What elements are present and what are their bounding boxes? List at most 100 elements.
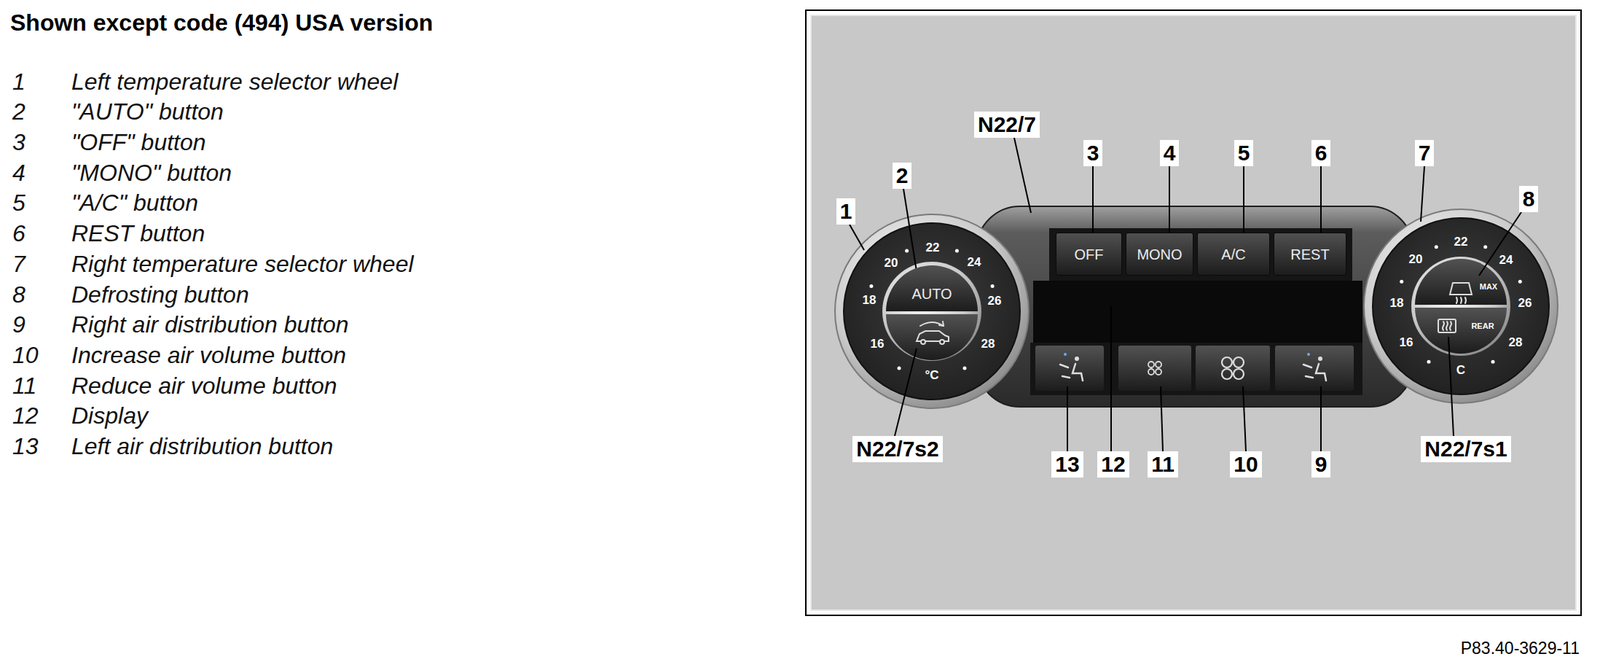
key-number: 1 <box>12 68 26 96</box>
callout-number: 3 <box>1083 139 1104 167</box>
fan-large-icon <box>1221 357 1244 379</box>
air-distribution-button <box>1035 345 1104 391</box>
dial-dot <box>1399 279 1404 284</box>
figure-frame <box>805 10 1582 615</box>
button-marking: REAR <box>1471 321 1494 331</box>
dial-dot <box>897 365 902 370</box>
key-number: 10 <box>12 341 39 369</box>
key-text: Right temperature selector wheel <box>71 250 414 278</box>
panel-button: REST <box>1273 232 1347 276</box>
dial-scale-mark: 18 <box>1390 296 1405 311</box>
display-window <box>1033 280 1363 344</box>
panel-body <box>976 206 1414 407</box>
dial-dot <box>1483 244 1488 249</box>
key-text: Right air distribution button <box>71 311 349 339</box>
dial-scale-mark: 20 <box>1409 252 1423 267</box>
dial-scale-mark: 26 <box>1518 296 1533 311</box>
dial-scale-mark: 16 <box>870 337 885 352</box>
key-text: Defrosting button <box>71 281 250 309</box>
figure-reference: P83.40-3629-11 <box>1460 638 1580 659</box>
key-number: 4 <box>12 159 26 187</box>
dial-scale-mark: 24 <box>967 255 982 270</box>
dial-scale-mark: 22 <box>1454 235 1469 250</box>
callout-number: N22/7 <box>974 111 1040 138</box>
button-text: A/C <box>1221 246 1246 263</box>
dial-scale-mark: 20 <box>884 256 899 271</box>
button-row-ground <box>1049 228 1353 281</box>
panel-button: OFF <box>1055 232 1123 276</box>
right-temperature-wheel <box>1363 209 1558 403</box>
air-distribution-icon <box>1060 352 1083 381</box>
key-number: 7 <box>12 250 26 278</box>
key-number: 5 <box>12 189 26 217</box>
callout-number: 5 <box>1234 139 1254 167</box>
dial-dot <box>990 284 995 288</box>
air-distribution-icon <box>1303 352 1327 381</box>
leader-lines <box>849 137 1522 452</box>
button-text: OFF <box>1074 246 1104 263</box>
callout-number: 9 <box>1311 451 1332 478</box>
dial-scale-mark: 28 <box>981 337 996 352</box>
key-number: 13 <box>12 432 39 460</box>
half-disc-outline <box>885 265 978 312</box>
callout-number: 12 <box>1097 451 1129 478</box>
half-disc-button: AUTO <box>885 265 978 312</box>
callout-number: N22/7s1 <box>1420 435 1511 462</box>
dial-scale-mark: C <box>1456 363 1466 378</box>
button-text: AUTO <box>911 285 952 302</box>
diagram-title: Shown except code (494) USA version <box>10 9 433 37</box>
dial-scale-mark: 26 <box>987 294 1002 309</box>
button-marking: MAX <box>1479 281 1498 291</box>
callout-number: N22/7s2 <box>852 435 943 462</box>
fan-up-button <box>1195 345 1270 391</box>
dial-dot <box>869 284 873 288</box>
button-text: REST <box>1290 246 1329 263</box>
fan-small-icon <box>1148 361 1162 375</box>
callout-number: 7 <box>1414 139 1435 167</box>
key-number: 8 <box>12 281 26 309</box>
callout-number: 2 <box>892 162 913 189</box>
dial-dot <box>904 248 909 253</box>
key-text: Reduce air volume button <box>71 372 338 400</box>
left-temperature-wheel <box>834 214 1029 409</box>
key-text: REST button <box>71 220 205 247</box>
callout-number: 10 <box>1229 451 1262 478</box>
dial-dot <box>963 365 967 370</box>
dial-dot <box>1491 359 1496 364</box>
key-number: 9 <box>12 311 26 339</box>
panel-button: MONO <box>1125 232 1194 276</box>
dial-dot <box>955 248 959 253</box>
key-text: "AUTO" button <box>71 98 224 126</box>
dial-dot <box>1427 359 1431 364</box>
callout-number: 6 <box>1311 139 1332 167</box>
dial-dot <box>1518 279 1523 284</box>
dial-scale-mark: 22 <box>926 241 940 256</box>
key-number: 2 <box>12 98 26 126</box>
key-text: Increase air volume button <box>71 341 347 369</box>
key-text: Display <box>71 402 148 430</box>
key-number: 11 <box>12 372 37 400</box>
fan-down-button <box>1118 345 1192 391</box>
key-number: 3 <box>12 128 26 156</box>
dial-scale-mark: 28 <box>1508 335 1523 350</box>
callout-number: 11 <box>1147 451 1179 478</box>
callout-number: 4 <box>1159 139 1180 167</box>
dial-scale-mark: 18 <box>862 293 877 308</box>
dial-dots <box>869 244 1522 370</box>
callout-number: 1 <box>836 198 857 225</box>
dial-scale-mark: 16 <box>1399 335 1414 350</box>
key-text: Left temperature selector wheel <box>71 68 398 96</box>
key-text: "OFF" button <box>71 128 207 156</box>
button-row-ground <box>1030 342 1363 395</box>
air-distribution-button <box>1275 345 1354 391</box>
panel-button: A/C <box>1197 232 1270 276</box>
key-text: Left air distribution button <box>71 432 333 460</box>
key-text: "A/C" button <box>71 189 199 217</box>
key-number: 12 <box>12 402 39 430</box>
dial-scale-mark: °C <box>924 368 939 383</box>
button-text: MONO <box>1136 246 1182 263</box>
callout-number: 13 <box>1051 451 1083 478</box>
figure-ground <box>810 15 1576 610</box>
dial-scale-mark: 24 <box>1499 253 1514 268</box>
dial-dot <box>1434 244 1439 249</box>
